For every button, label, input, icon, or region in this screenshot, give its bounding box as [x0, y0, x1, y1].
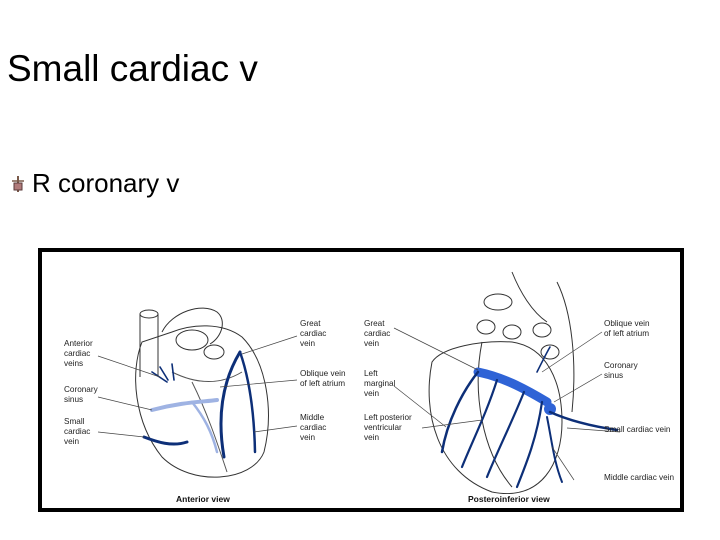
- posterior-caption: Posteroinferior view: [468, 494, 550, 504]
- posterior-right-labels-2: Small cardiac vein: [604, 425, 671, 434]
- anterior-caption: Anterior view: [176, 494, 230, 504]
- bullet-item: R coronary v: [10, 168, 179, 199]
- anterior-leaders: [97, 335, 298, 438]
- posterior-right-labels-3: Middle cardiac vein: [604, 473, 675, 482]
- bullet-text: R coronary v: [32, 168, 180, 198]
- anterior-veins: [142, 350, 257, 459]
- posterior-veins: [440, 346, 619, 489]
- slide-title: Small cardiac v: [7, 48, 258, 89]
- posterior-leaders: [393, 327, 621, 481]
- bullet-icon: [12, 175, 24, 192]
- anterior-heart: [135, 307, 269, 478]
